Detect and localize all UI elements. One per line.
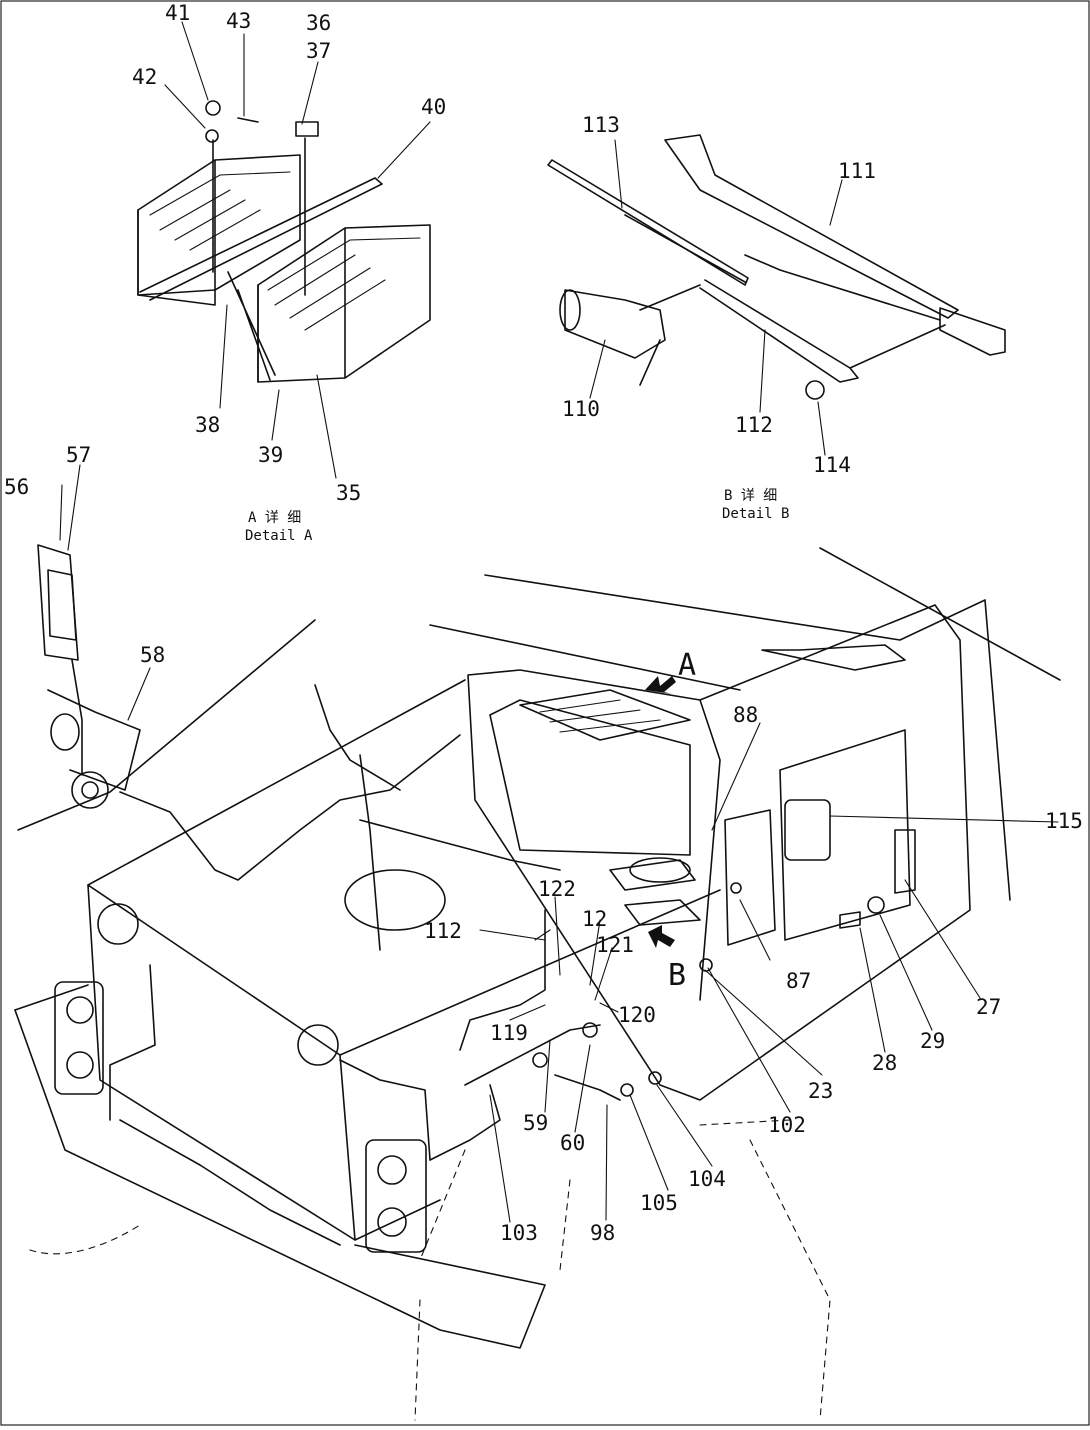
- detail-a-title: Detail A: [245, 528, 313, 544]
- callout-23: 23: [808, 1079, 833, 1103]
- callout-120: 120: [618, 1003, 656, 1027]
- callout-112-detail: 112: [735, 413, 773, 437]
- callout-36: 36: [306, 11, 331, 35]
- callout-58: 58: [140, 643, 165, 667]
- callout-59: 59: [523, 1111, 548, 1135]
- detail-a-title-cjk: A 详 细: [248, 510, 301, 526]
- callout-12: 12: [582, 907, 607, 931]
- callout-57: 57: [66, 443, 91, 467]
- callout-105: 105: [640, 1191, 678, 1215]
- callout-39: 39: [258, 443, 283, 467]
- callout-28: 28: [872, 1051, 897, 1075]
- callout-87: 87: [786, 969, 811, 993]
- callout-27: 27: [976, 995, 1001, 1019]
- callout-42: 42: [132, 65, 157, 89]
- callout-112-main: 112: [424, 919, 462, 943]
- detail-a-drawing: [137, 21, 431, 479]
- view-b-arrow-icon: [648, 925, 675, 948]
- callout-122: 122: [538, 877, 576, 901]
- callout-104: 104: [688, 1167, 726, 1191]
- detail-b-drawing: [547, 134, 1006, 456]
- callout-41: 41: [165, 1, 190, 25]
- callout-103: 103: [500, 1221, 538, 1245]
- callout-119: 119: [490, 1021, 528, 1045]
- detail-b-title: Detail B: [722, 506, 789, 522]
- callout-60: 60: [560, 1131, 585, 1155]
- detail-b-title-cjk: B 详 细: [724, 488, 777, 504]
- callout-29: 29: [920, 1029, 945, 1053]
- callout-110: 110: [562, 397, 600, 421]
- callout-88: 88: [733, 703, 758, 727]
- callout-121: 121: [596, 933, 634, 957]
- callout-35: 35: [336, 481, 361, 505]
- callout-113: 113: [582, 113, 620, 137]
- view-a-arrow-icon: [645, 676, 676, 694]
- callout-111: 111: [838, 159, 876, 183]
- callout-102: 102: [768, 1113, 806, 1137]
- callout-43: 43: [226, 9, 251, 33]
- view-marker-a: A: [678, 648, 696, 683]
- callout-56: 56: [4, 475, 29, 499]
- callout-114: 114: [813, 453, 851, 477]
- main-view-drawing: [14, 464, 1061, 1421]
- view-marker-b: B: [668, 958, 686, 993]
- callout-40: 40: [421, 95, 446, 119]
- callout-115: 115: [1045, 809, 1083, 833]
- callout-37: 37: [306, 39, 331, 63]
- callout-38: 38: [195, 413, 220, 437]
- callout-98: 98: [590, 1221, 615, 1245]
